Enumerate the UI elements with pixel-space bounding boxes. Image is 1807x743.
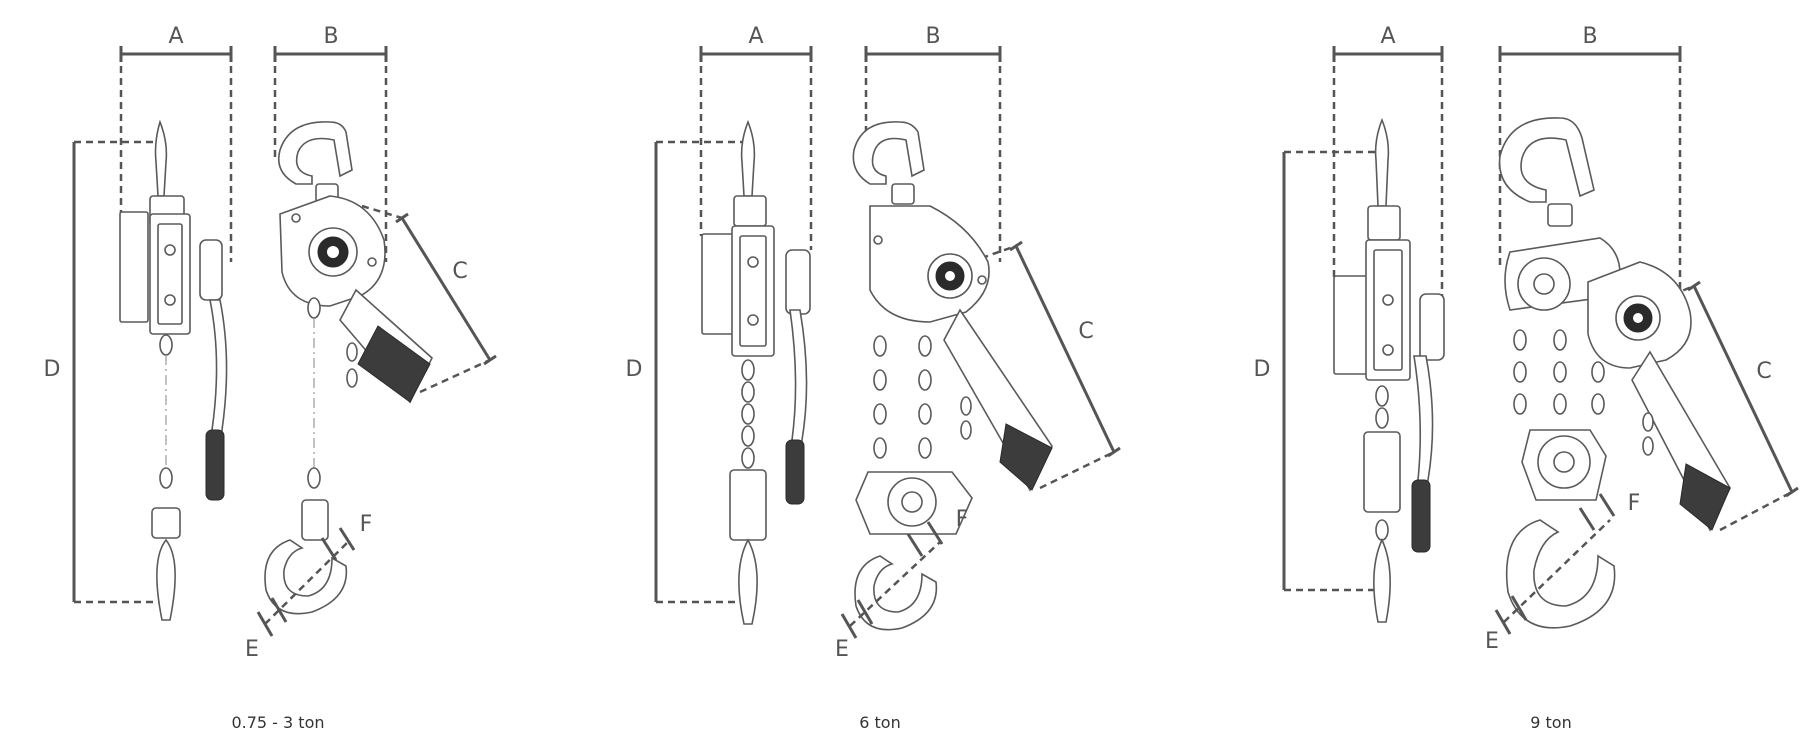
front-view-medium xyxy=(852,121,1053,631)
figure-caption: 9 ton xyxy=(1530,713,1571,732)
dimension-d: D xyxy=(1254,150,1378,592)
label-f: F xyxy=(1628,491,1641,516)
label-e: E xyxy=(245,637,259,662)
dimension-e-f: E F xyxy=(245,512,372,662)
label-e: E xyxy=(835,637,849,662)
side-view-medium xyxy=(701,119,811,625)
dimension-c: C xyxy=(361,204,497,394)
label-a: A xyxy=(1380,24,1395,49)
dimension-a: A xyxy=(119,24,233,262)
front-view-small xyxy=(264,121,433,615)
label-d: D xyxy=(626,357,643,382)
figure-large-hoist: A B D C xyxy=(1254,24,1799,732)
dimension-b: B xyxy=(864,24,1002,262)
side-view-small xyxy=(119,119,228,621)
label-c: C xyxy=(1078,319,1093,344)
label-d: D xyxy=(44,357,61,382)
label-b: B xyxy=(323,24,338,49)
side-view-large xyxy=(1333,117,1445,623)
dimension-e-f: E F xyxy=(835,507,968,662)
dimension-c: C xyxy=(969,240,1121,490)
dimension-b: B xyxy=(273,24,388,262)
label-b: B xyxy=(1582,24,1597,49)
label-f: F xyxy=(956,507,969,532)
label-a: A xyxy=(748,24,763,49)
label-e: E xyxy=(1485,629,1499,654)
dimension-e-f: E F xyxy=(1485,491,1640,654)
label-a: A xyxy=(168,24,183,49)
dimension-d: D xyxy=(44,140,165,604)
label-f: F xyxy=(360,512,373,537)
figure-medium-hoist: A B D C xyxy=(626,24,1121,732)
figure-caption: 0.75 - 3 ton xyxy=(231,713,324,732)
label-c: C xyxy=(1756,359,1771,384)
figure-small-hoist: A B D C xyxy=(44,24,497,732)
dimension-d: D xyxy=(626,140,745,604)
dimension-a: A xyxy=(1332,24,1444,300)
label-c: C xyxy=(452,259,467,284)
label-d: D xyxy=(1254,357,1271,382)
dimension-a: A xyxy=(699,24,813,250)
front-view-large xyxy=(1498,117,1731,629)
dimension-c: C xyxy=(1649,280,1799,532)
label-b: B xyxy=(925,24,940,49)
figure-caption: 6 ton xyxy=(859,713,900,732)
